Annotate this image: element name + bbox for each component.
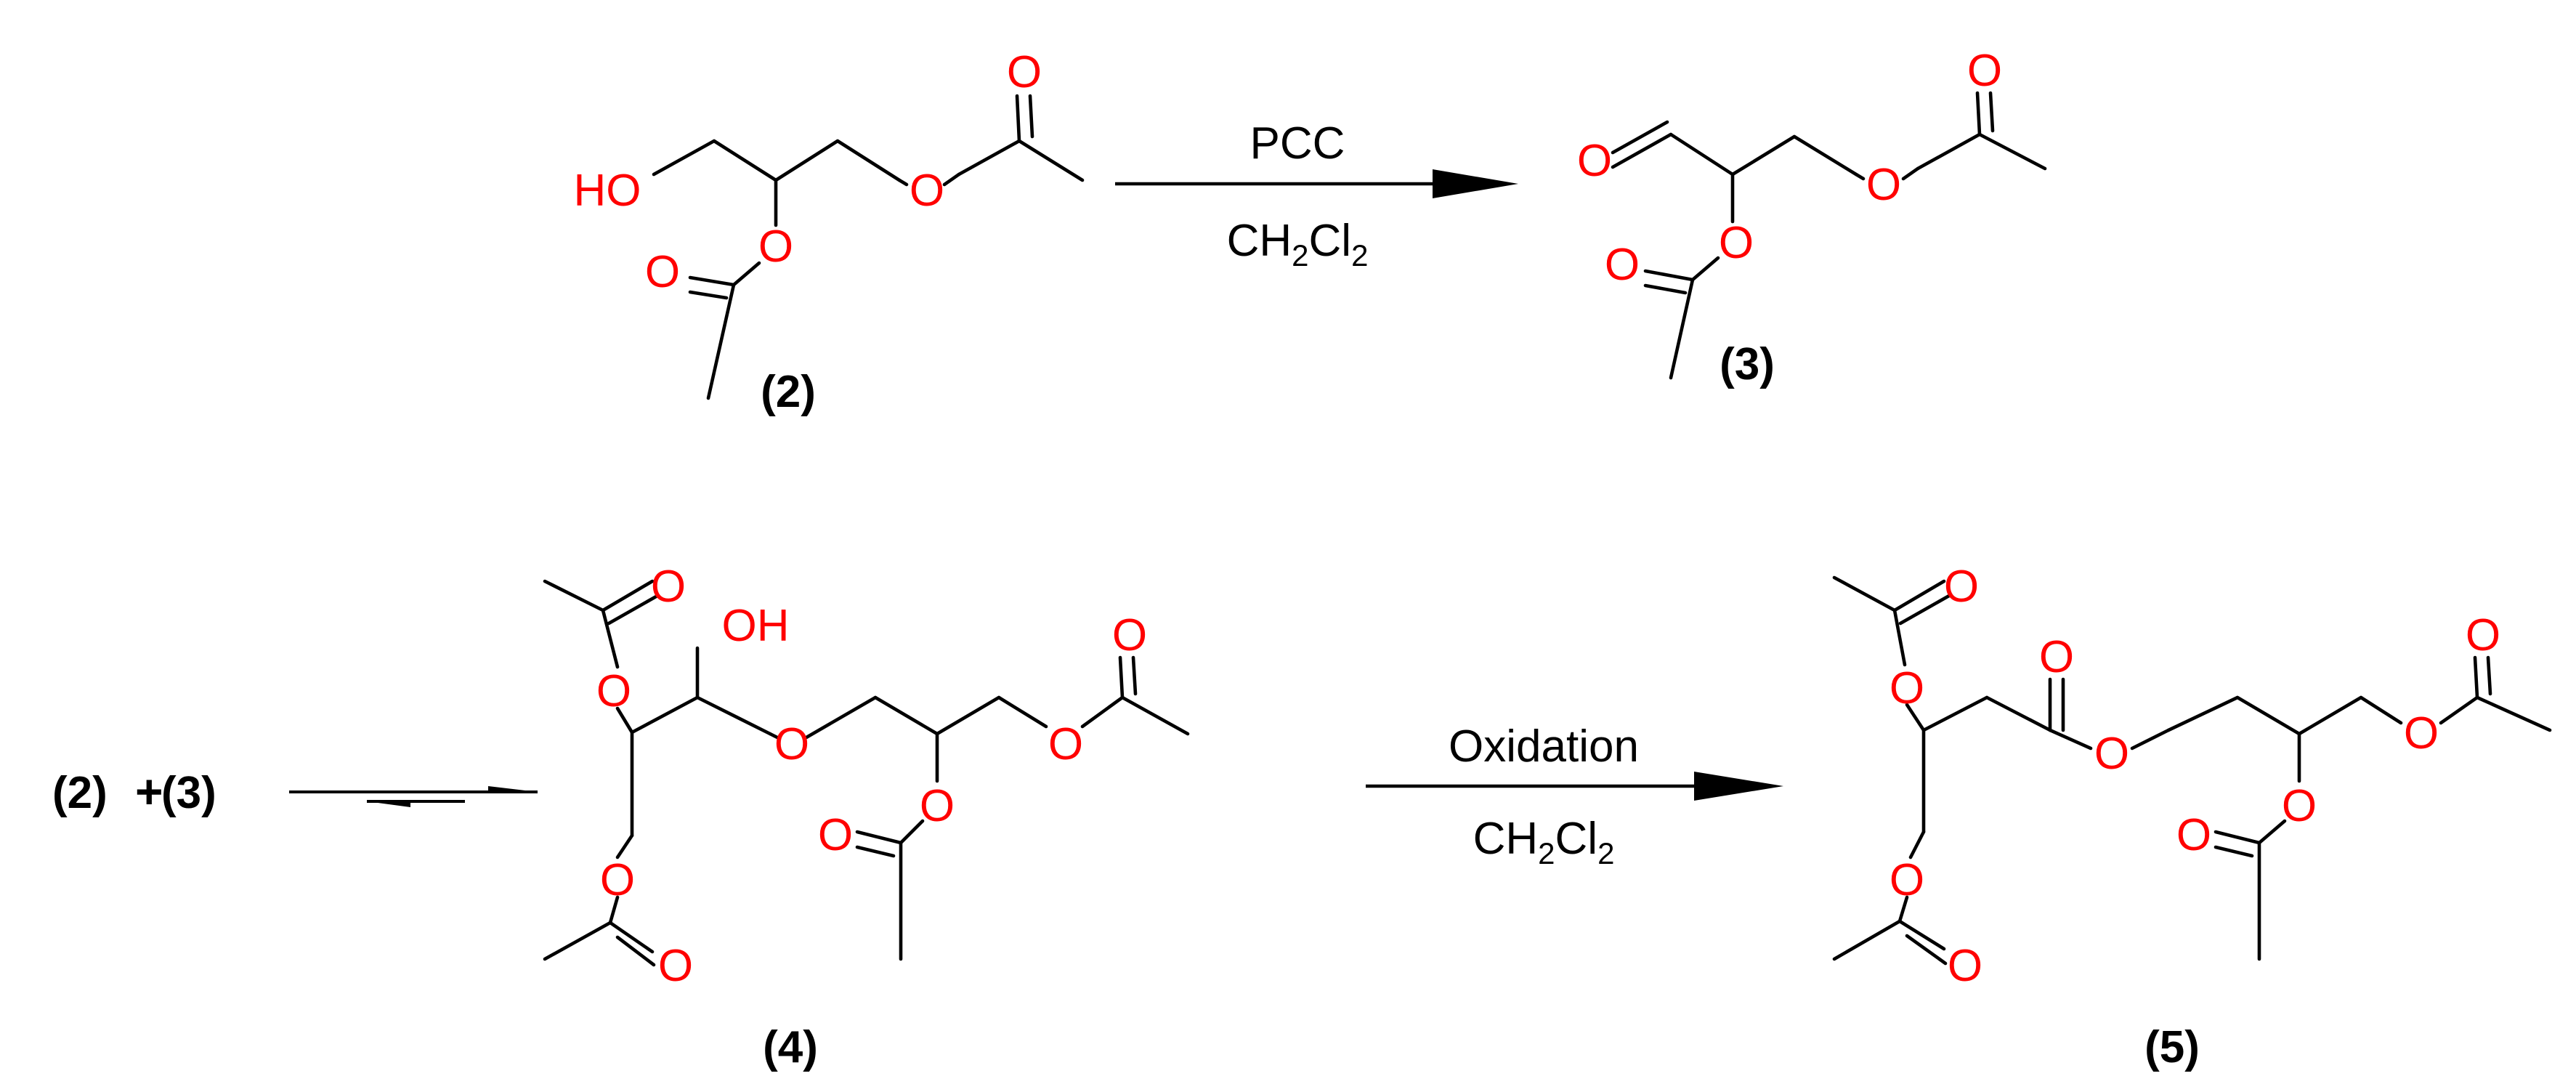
compound-4-bonds bbox=[543, 579, 1190, 967]
equilibrium-forward-head bbox=[488, 786, 538, 792]
compound-5-label: (5) bbox=[2144, 1022, 2200, 1072]
compound-4-carbonyl-oxygen-bottom-left: O bbox=[658, 941, 693, 991]
compound-4-ester-oxygen-center: O bbox=[920, 781, 955, 831]
equilibrium-reverse-head bbox=[367, 801, 410, 807]
compound-3-aldehyde-oxygen: O bbox=[1577, 136, 1612, 186]
arrow-2-head bbox=[1694, 772, 1783, 801]
compound-5-carbonyl-oxygen-center: O bbox=[2176, 810, 2211, 860]
compound-4-ester-oxygen-bottom-left: O bbox=[600, 855, 635, 905]
compound-4-hydroxyl: OH bbox=[722, 601, 790, 651]
compound-2-ester-oxygen-right: O bbox=[910, 166, 944, 216]
reagent-oxidation: Oxidation bbox=[1449, 721, 1639, 772]
compound-4-carbonyl-oxygen-right: O bbox=[1112, 610, 1147, 660]
compound-2: HO O O O O (2) bbox=[574, 47, 1085, 417]
compound-4-ester-oxygen-right: O bbox=[1048, 719, 1083, 769]
compound-5-carbonyl-oxygen-center-ester: O bbox=[2039, 632, 2074, 682]
compound-5-carbonyl-oxygen-top-left: O bbox=[1944, 562, 1979, 612]
plus-sign: + bbox=[135, 764, 163, 818]
reaction-arrow-1: PCC CH2Cl2 bbox=[1115, 118, 1518, 272]
compound-4-ether-oxygen: O bbox=[774, 719, 809, 769]
solvent-1: CH2Cl2 bbox=[1227, 216, 1369, 272]
compound-5-bonds bbox=[1832, 575, 2552, 966]
compound-5-ester-oxygen-linkage: O bbox=[2094, 729, 2129, 779]
compound-4-ester-oxygen-top-left: O bbox=[596, 666, 631, 716]
compound-5-ester-oxygen-center: O bbox=[2282, 781, 2317, 831]
compound-2-carbonyl-oxygen-left: O bbox=[645, 247, 680, 297]
compound-4-label: (4) bbox=[763, 1022, 818, 1072]
compound-2-bonds bbox=[652, 94, 1085, 400]
reactant-2-label: (2) bbox=[52, 768, 108, 818]
compound-3-label: (3) bbox=[1720, 339, 1775, 389]
compound-2-carbonyl-oxygen-right: O bbox=[1007, 47, 1042, 97]
compound-5-ester-oxygen-right: O bbox=[2404, 708, 2439, 759]
compound-4-carbonyl-oxygen-center: O bbox=[818, 810, 853, 860]
compound-3-carbonyl-oxygen-left: O bbox=[1605, 240, 1640, 290]
compound-4: O O OH O O O O O O O (4) bbox=[543, 562, 1190, 1072]
equilibrium-reactants: (2) + (3) bbox=[52, 764, 216, 818]
compound-4-carbonyl-oxygen-top-left: O bbox=[651, 562, 686, 612]
compound-3: O O O O O (3) bbox=[1577, 46, 2047, 389]
compound-5-ester-oxygen-top-left: O bbox=[1890, 663, 1924, 713]
compound-5-carbonyl-oxygen-right: O bbox=[2466, 610, 2500, 660]
reaction-arrow-2: Oxidation CH2Cl2 bbox=[1366, 721, 1783, 870]
compound-5-ester-oxygen-bottom-left: O bbox=[1890, 855, 1924, 905]
compound-3-ester-oxygen-right: O bbox=[1866, 160, 1901, 210]
compound-5: O O O O O O O O O O (5) bbox=[1832, 562, 2552, 1072]
reagent-pcc: PCC bbox=[1250, 118, 1345, 169]
reactant-3-label: (3) bbox=[161, 768, 216, 818]
compound-2-label: (2) bbox=[761, 367, 816, 417]
solvent-2: CH2Cl2 bbox=[1473, 814, 1615, 870]
arrow-1-head bbox=[1433, 169, 1518, 198]
compound-2-hydroxyl: HO bbox=[574, 166, 641, 216]
compound-3-ester-oxygen-center: O bbox=[1719, 218, 1754, 268]
compound-5-carbonyl-oxygen-bottom-left: O bbox=[1948, 941, 1982, 991]
equilibrium-arrows bbox=[289, 786, 538, 807]
compound-3-carbonyl-oxygen-right: O bbox=[1967, 46, 2002, 96]
compound-3-bonds bbox=[1611, 91, 2047, 380]
compound-2-ester-oxygen-center: O bbox=[758, 222, 793, 272]
